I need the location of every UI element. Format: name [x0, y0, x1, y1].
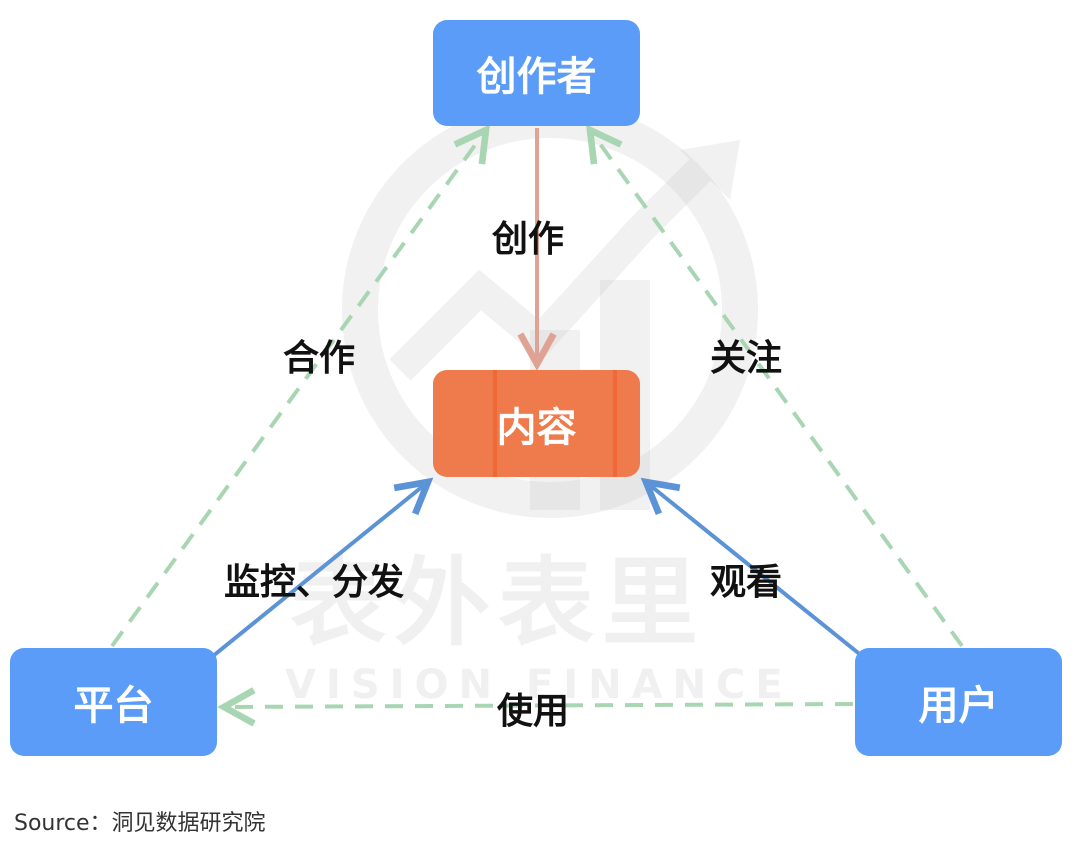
watermark-text-cn: 表外表里 — [290, 547, 706, 659]
edge-cooperate-arrow — [110, 130, 486, 648]
node-platform: 平台 — [10, 648, 217, 756]
edge-label-create: 创作 — [492, 219, 565, 260]
edge-label-watch: 观看 — [710, 562, 783, 603]
node-content: 内容 — [433, 370, 640, 477]
edge-monitor-arrow — [211, 482, 428, 658]
edge-label-follow: 关注 — [710, 338, 783, 379]
node-creator: 创作者 — [433, 20, 640, 126]
edge-follow-arrow — [590, 130, 964, 648]
edge-label-monitor-distribute: 监控、分发 — [224, 562, 405, 603]
source-note: Source：洞见数据研究院 — [14, 811, 266, 836]
node-user: 用户 — [855, 648, 1062, 756]
watermark-text-en: VISION FINANCE — [285, 662, 793, 708]
edge-use-arrow — [224, 704, 854, 707]
edge-watch-arrow — [646, 482, 864, 658]
edge-label-use: 使用 — [497, 691, 570, 732]
edge-label-cooperate: 合作 — [283, 338, 356, 379]
